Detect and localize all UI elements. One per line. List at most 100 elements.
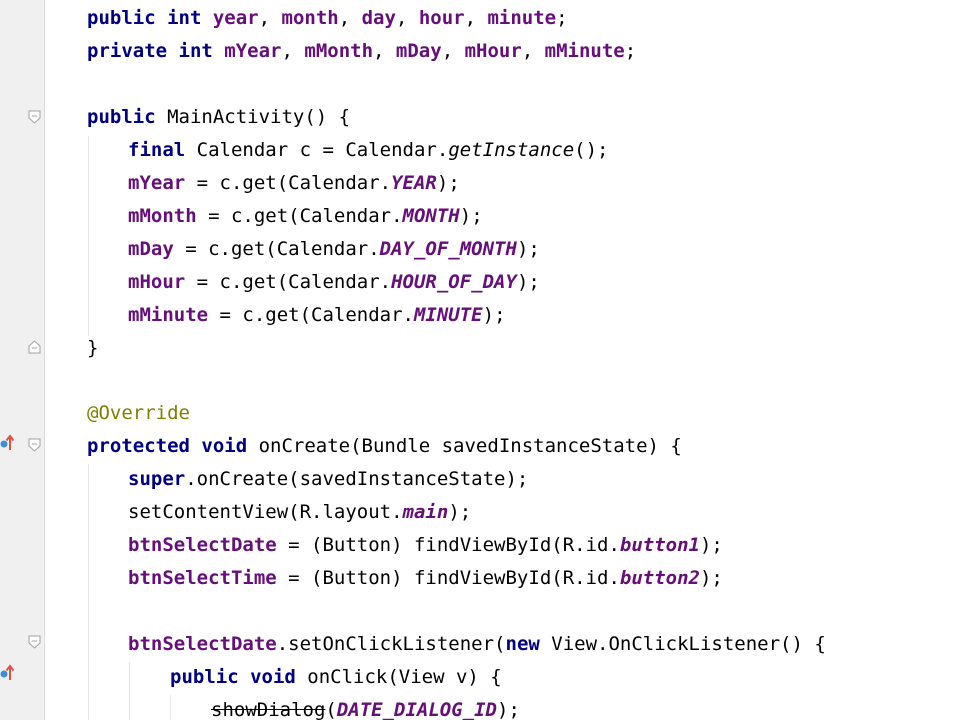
field-name: minute bbox=[487, 7, 557, 29]
field-name: mMonth bbox=[304, 40, 374, 62]
keyword: public int bbox=[87, 7, 202, 29]
code-text bbox=[201, 7, 212, 29]
static-method-call: getInstance bbox=[448, 139, 575, 161]
code-text: = c.get(Calendar. bbox=[185, 172, 392, 194]
code-line[interactable]: mHour = c.get(Calendar.HOUR_OF_DAY); bbox=[128, 266, 540, 299]
constant-name: YEAR bbox=[391, 172, 437, 194]
indent-guide bbox=[88, 464, 89, 720]
field-name: mYear bbox=[224, 40, 282, 62]
field-name: year bbox=[212, 7, 259, 29]
code-text: (); bbox=[574, 139, 609, 161]
keyword: public bbox=[87, 106, 156, 128]
fold-marker-icon[interactable] bbox=[28, 340, 41, 354]
code-text: setContentView(R.layout. bbox=[128, 501, 403, 523]
indent-guide bbox=[170, 695, 171, 720]
code-text: , bbox=[373, 40, 396, 62]
field-name: btnSelectTime bbox=[128, 567, 277, 589]
constant-name: DATE_DIALOG_ID bbox=[336, 699, 497, 720]
keyword: super bbox=[128, 468, 186, 490]
override-arrow-icon[interactable] bbox=[0, 434, 14, 452]
code-line[interactable]: super.onCreate(savedInstanceState); bbox=[128, 463, 528, 496]
code-line[interactable]: btnSelectTime = (Button) findViewById(R.… bbox=[128, 562, 723, 595]
code-text: = c.get(Calendar. bbox=[185, 271, 392, 293]
code-line[interactable]: mDay = c.get(Calendar.DAY_OF_MONTH); bbox=[128, 233, 540, 266]
code-text: , bbox=[395, 7, 419, 29]
constant-name: HOUR_OF_DAY bbox=[391, 271, 517, 293]
code-text: ); bbox=[497, 699, 520, 720]
annotation: @Override bbox=[87, 402, 190, 424]
fold-marker-icon[interactable] bbox=[28, 110, 41, 124]
code-line[interactable]: private int mYear, mMonth, mDay, mHour, … bbox=[87, 35, 636, 68]
code-text: ); bbox=[448, 501, 472, 523]
field-name: day bbox=[361, 7, 396, 29]
code-text: = c.get(Calendar. bbox=[173, 238, 380, 260]
code-line[interactable]: final Calendar c = Calendar.getInstance(… bbox=[128, 134, 608, 167]
code-line[interactable]: mMonth = c.get(Calendar.MONTH); bbox=[128, 200, 483, 233]
code-text: ; bbox=[556, 7, 568, 29]
field-name: mMinute bbox=[544, 40, 625, 62]
constant-name: MONTH bbox=[402, 205, 460, 227]
code-line[interactable]: } bbox=[87, 332, 98, 365]
field-name: mDay bbox=[395, 40, 442, 62]
code-text bbox=[213, 40, 224, 62]
field-name: mDay bbox=[128, 238, 174, 260]
code-text: , bbox=[258, 7, 282, 29]
code-line[interactable]: public int year, month, day, hour, minut… bbox=[87, 2, 568, 35]
field-name: mMinute bbox=[128, 304, 209, 326]
field-name: month bbox=[281, 7, 339, 29]
code-line[interactable]: btnSelectDate = (Button) findViewById(R.… bbox=[128, 529, 723, 562]
code-text: = c.get(Calendar. bbox=[208, 304, 414, 326]
code-text: = (Button) findViewById(R.id. bbox=[276, 567, 620, 589]
constant-name: DAY_OF_MONTH bbox=[379, 238, 517, 260]
code-text: ); bbox=[699, 534, 723, 556]
code-line[interactable]: mMinute = c.get(Calendar.MINUTE); bbox=[128, 299, 506, 332]
code-text: ); bbox=[459, 205, 483, 227]
override-arrow-icon[interactable] bbox=[0, 664, 14, 682]
indent-guide bbox=[88, 136, 89, 336]
field-name: btnSelectDate bbox=[128, 633, 277, 655]
keyword: new bbox=[505, 633, 540, 655]
code-text: , bbox=[464, 7, 488, 29]
field-name: mHour bbox=[128, 271, 186, 293]
code-text: , bbox=[441, 40, 465, 62]
keyword: protected void bbox=[87, 435, 248, 457]
keyword: final bbox=[128, 139, 186, 161]
code-line[interactable]: mYear = c.get(Calendar.YEAR); bbox=[128, 167, 460, 200]
code-line[interactable]: setContentView(R.layout.main); bbox=[128, 496, 471, 529]
field-name: hour bbox=[418, 7, 465, 29]
code-line[interactable]: public MainActivity() { bbox=[87, 101, 350, 134]
code-text: ); bbox=[436, 172, 460, 194]
code-line[interactable]: showDialog(DATE_DIALOG_ID); bbox=[211, 694, 520, 720]
code-text: ); bbox=[516, 238, 540, 260]
editor-gutter[interactable] bbox=[0, 0, 44, 720]
fold-marker-icon[interactable] bbox=[28, 635, 41, 649]
code-text: onCreate(Bundle savedInstanceState) { bbox=[247, 435, 682, 457]
keyword: private int bbox=[87, 40, 213, 62]
code-text: = (Button) findViewById(R.id. bbox=[276, 534, 620, 556]
constant-name: button2 bbox=[619, 567, 700, 589]
closing-brace: } bbox=[87, 337, 99, 359]
code-text: Calendar c = Calendar. bbox=[185, 139, 449, 161]
code-line[interactable]: btnSelectDate.setOnClickListener(new Vie… bbox=[128, 628, 826, 661]
code-text: , bbox=[338, 7, 362, 29]
code-text: ); bbox=[482, 304, 506, 326]
field-name: mMonth bbox=[128, 205, 197, 227]
code-line[interactable]: @Override bbox=[87, 397, 190, 430]
gutter-divider bbox=[44, 0, 45, 720]
code-text: ( bbox=[325, 699, 337, 720]
code-text: .setOnClickListener( bbox=[276, 633, 506, 655]
field-name: btnSelectDate bbox=[128, 534, 277, 556]
code-text: , bbox=[281, 40, 305, 62]
keyword: public void bbox=[170, 666, 296, 688]
code-line[interactable]: public void onClick(View v) { bbox=[170, 661, 502, 694]
code-text: onClick(View v) { bbox=[295, 666, 502, 688]
deprecated-method-call: showDialog bbox=[211, 699, 326, 720]
fold-marker-icon[interactable] bbox=[28, 438, 41, 452]
constant-name: MINUTE bbox=[413, 304, 483, 326]
constant-name: button1 bbox=[619, 534, 700, 556]
code-text: ); bbox=[516, 271, 540, 293]
code-text: .onCreate(savedInstanceState); bbox=[185, 468, 529, 490]
code-line[interactable]: protected void onCreate(Bundle savedInst… bbox=[87, 430, 682, 463]
code-text: , bbox=[521, 40, 545, 62]
